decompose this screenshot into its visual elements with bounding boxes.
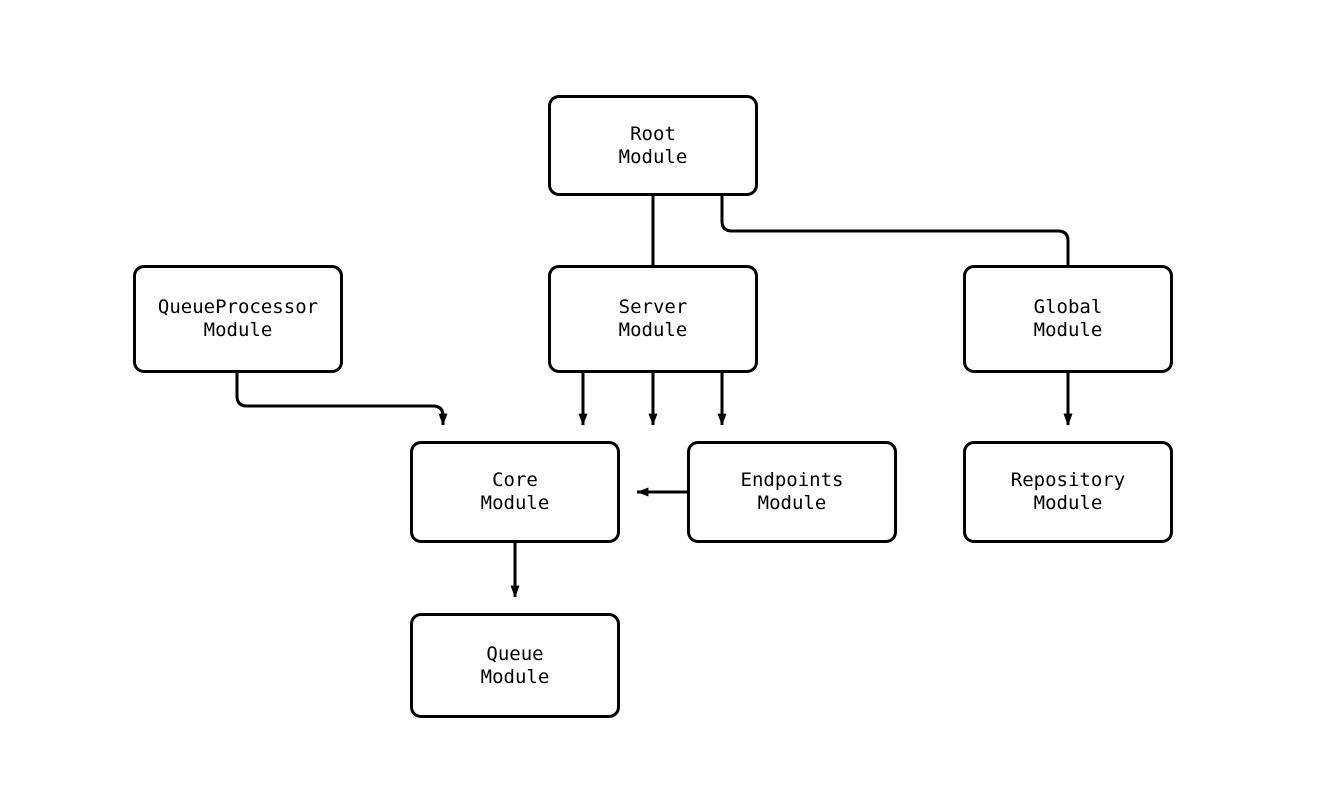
node-label-line1: Repository [1010,469,1126,491]
node-global-module[interactable]: Global Module [963,265,1173,373]
node-root-module[interactable]: Root Module [548,95,758,196]
node-label-line2: Module [1033,319,1103,341]
node-label-line2: Module [480,665,550,688]
node-core-module[interactable]: Core Module [410,441,620,543]
node-endpoints-module[interactable]: Endpoints Module [687,441,897,543]
node-server-module[interactable]: Server Module [548,265,758,373]
node-label-line2: Module [618,145,688,168]
node-label-line1: Core [492,469,538,491]
node-label-line1: QueueProcessor [157,296,319,318]
node-label-line1: Queue [486,642,544,665]
node-label-line2: Module [618,319,688,341]
node-label-line2: Module [480,492,550,514]
node-label-line2: Module [757,492,827,514]
node-queueprocessor-module[interactable]: QueueProcessor Module [133,265,343,373]
node-label-line2: Module [203,319,273,341]
node-label-line2: Module [1033,492,1103,514]
node-label-line1: Server [618,296,688,318]
node-label-line1: Endpoints [740,469,844,491]
node-label-line1: Global [1033,296,1103,318]
node-label-line1: Root [630,122,676,145]
node-queue-module[interactable]: Queue Module [410,613,620,718]
node-repository-module[interactable]: Repository Module [963,441,1173,543]
edge-root-to-global [720,196,1073,426]
edge-queueprocessor-to-core [235,373,448,426]
